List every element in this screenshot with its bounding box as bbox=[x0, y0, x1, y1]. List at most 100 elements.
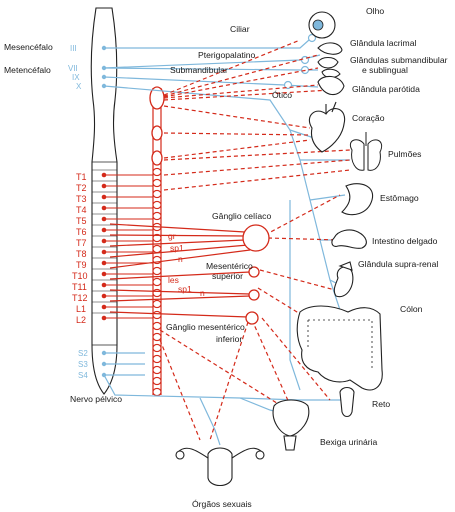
vagus-nerve bbox=[103, 85, 341, 311]
cranial-nerve-ix-label: IX bbox=[72, 73, 80, 82]
nerve-n-label-b: n bbox=[200, 288, 205, 298]
inf-mesenteric-label-2: inferior bbox=[216, 334, 242, 344]
symp-stomach bbox=[264, 194, 341, 236]
symp-bladder bbox=[251, 319, 291, 406]
preganglionic-nucleus bbox=[101, 293, 107, 299]
rectum-label: Reto bbox=[372, 399, 390, 409]
pelvic-nerve-label: Nervo pélvico bbox=[70, 394, 122, 404]
preganglionic-nucleus bbox=[101, 172, 107, 178]
stomach-label: Estômago bbox=[380, 193, 419, 203]
lesser-splanchnic-label: les bbox=[168, 275, 179, 285]
lumbar-splanchnic-a bbox=[109, 289, 251, 295]
paravertebral-ganglion bbox=[152, 244, 162, 254]
segment-lines bbox=[92, 169, 117, 321]
paravertebral-ganglion bbox=[152, 277, 162, 287]
preganglionic-nucleus bbox=[101, 249, 107, 255]
paravertebral-ganglion bbox=[152, 178, 162, 188]
lesser-splanchnic-a bbox=[109, 249, 251, 269]
segment-t3-label: T3 bbox=[76, 194, 87, 204]
symp-adrenal bbox=[259, 269, 336, 291]
greater-splanchnic-label: gr bbox=[168, 231, 176, 241]
segment-s4-label: S4 bbox=[78, 371, 88, 380]
segment-l2-label: L2 bbox=[76, 315, 86, 325]
eye-organ bbox=[308, 11, 336, 39]
paravertebral-ganglion bbox=[152, 189, 162, 199]
lumbar-splanchnic-b bbox=[109, 295, 251, 302]
superior-mesenteric-ganglion bbox=[248, 266, 260, 278]
splanchnic-1b-label: sp1 bbox=[178, 284, 192, 294]
paravertebral-ganglion bbox=[152, 266, 162, 276]
chain-ganglia bbox=[152, 167, 162, 397]
otic-ganglion bbox=[283, 80, 293, 90]
greater-splanchnic-b bbox=[109, 234, 246, 237]
submand-gland-label-2: e sublingual bbox=[362, 65, 408, 75]
paravertebral-ganglion bbox=[152, 288, 162, 298]
colon-label: Cólon bbox=[400, 304, 423, 314]
cranial-nerve-iii-label: III bbox=[70, 44, 77, 53]
paravertebral-ganglion bbox=[152, 321, 162, 331]
paravertebral-ganglion bbox=[152, 387, 162, 397]
adrenal-kidney-organ bbox=[333, 261, 354, 298]
eye-label: Olho bbox=[366, 6, 384, 16]
lesser-splanchnic-b bbox=[109, 271, 251, 280]
splanchnic-1-label: sp1 bbox=[170, 243, 184, 253]
ciliary-label: Ciliar bbox=[230, 24, 250, 34]
greater-splanchnic-a bbox=[109, 223, 246, 233]
symp-rectum bbox=[261, 317, 331, 401]
segment-t12-label: T12 bbox=[72, 293, 88, 303]
lungs-organ bbox=[350, 132, 382, 171]
segment-t7-label: T7 bbox=[76, 238, 87, 248]
segment-t10-label: T10 bbox=[72, 271, 88, 281]
small-intestine-label: Intestino delgado bbox=[372, 236, 438, 246]
preganglionic-nucleus bbox=[101, 227, 107, 233]
preganglionic-nucleus bbox=[101, 194, 107, 200]
sex-organs-organ bbox=[175, 447, 265, 487]
symp-heart-1 bbox=[163, 105, 311, 129]
symp-lungs-1 bbox=[163, 149, 351, 161]
paravertebral-ganglion bbox=[152, 211, 162, 221]
small-intestine-organ bbox=[331, 229, 367, 249]
spinal-cord-outline bbox=[90, 7, 118, 395]
vagus-descending bbox=[289, 200, 301, 391]
adrenal-label: Glândula supra-renal bbox=[358, 259, 438, 269]
parotid-gland-organ bbox=[317, 75, 345, 96]
segment-s3-label: S3 bbox=[78, 360, 88, 369]
paravertebral-ganglion bbox=[152, 376, 162, 386]
segment-s2-label: S2 bbox=[78, 349, 88, 358]
paravertebral-ganglion bbox=[152, 310, 162, 320]
segment-t8-label: T8 bbox=[76, 249, 87, 259]
paravertebral-ganglion bbox=[152, 343, 162, 353]
celiac-ganglion bbox=[242, 224, 270, 252]
sup-mesenteric-label-2: superior bbox=[212, 271, 243, 281]
preganglionic-nucleus bbox=[101, 315, 107, 321]
pterygopalatine-label: Pterigopalatino bbox=[198, 50, 256, 60]
bladder-organ bbox=[272, 399, 310, 451]
cn7-to-submandibular bbox=[103, 67, 318, 71]
cranial-nerve-vii-label: VII bbox=[68, 64, 78, 73]
heart-label: Coração bbox=[352, 113, 385, 123]
lungs-label: Pulmões bbox=[388, 149, 421, 159]
colon-organ bbox=[296, 305, 383, 391]
segment-t4-label: T4 bbox=[76, 205, 87, 215]
vagus-stomach bbox=[309, 194, 346, 201]
submandibular-gland-organ bbox=[317, 56, 341, 79]
midbrain-label: Mesencéfalo bbox=[4, 42, 53, 52]
ciliary-ganglion bbox=[307, 33, 317, 43]
submandibular-label: Submandibular bbox=[170, 65, 228, 75]
segment-t11-label: T11 bbox=[72, 282, 87, 292]
sex-organs-label: Órgãos sexuais bbox=[192, 499, 252, 509]
thoracolumbar-labels: T1 T2 T3 T4 T5 T6 T7 T8 T9 T10 T11 T12 L… bbox=[72, 172, 88, 325]
inferior-mesenteric-ganglion bbox=[245, 311, 259, 325]
paravertebral-ganglion bbox=[152, 365, 162, 375]
segment-l1-label: L1 bbox=[76, 304, 86, 314]
symp-eye bbox=[163, 39, 301, 96]
symp-parotid bbox=[163, 84, 319, 99]
otic-label: Ótico bbox=[272, 90, 292, 100]
symp-lacrimal bbox=[163, 54, 319, 97]
symp-bladder-2 bbox=[159, 329, 281, 406]
preganglionic-nucleus bbox=[101, 183, 107, 189]
submand-gland-label-1: Glândulas submandibular bbox=[350, 55, 448, 65]
paravertebral-ganglion bbox=[152, 167, 162, 177]
preganglionic-nucleus bbox=[101, 282, 107, 288]
symp-heart-2 bbox=[163, 132, 311, 136]
